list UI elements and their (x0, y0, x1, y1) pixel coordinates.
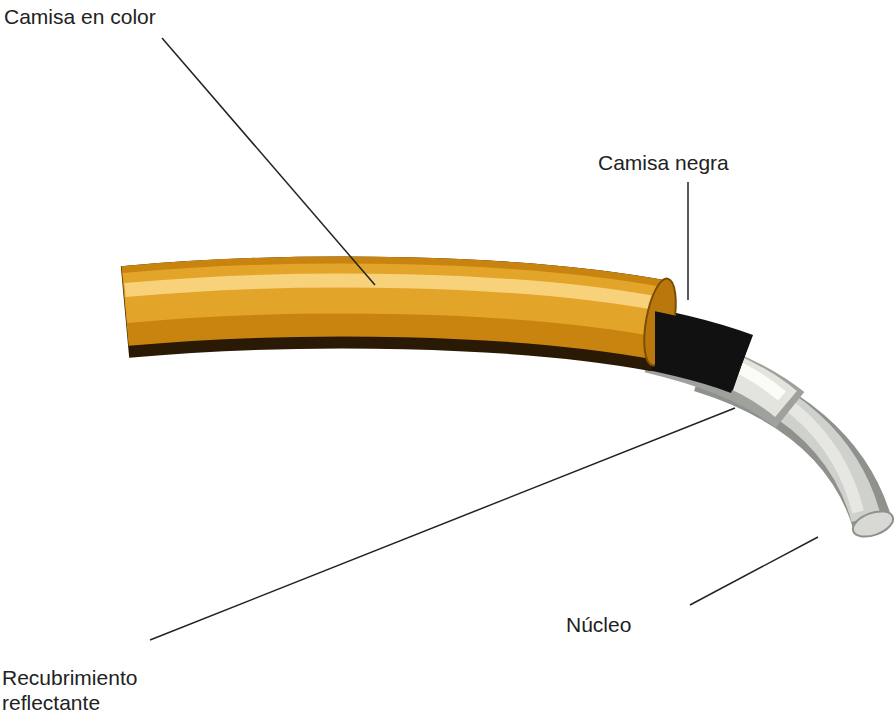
part-label: Camisa negra (598, 150, 798, 175)
part-label: Camisa en color (4, 4, 244, 29)
leader-line (690, 537, 818, 605)
part-label: Recubrimiento reflectante (2, 665, 162, 715)
part-label: Núcleo (566, 612, 706, 637)
leader-line (687, 182, 689, 300)
leader-line (162, 38, 375, 285)
colored-jacket (125, 276, 742, 368)
leader-line (150, 408, 735, 640)
leader-lines (150, 38, 818, 640)
